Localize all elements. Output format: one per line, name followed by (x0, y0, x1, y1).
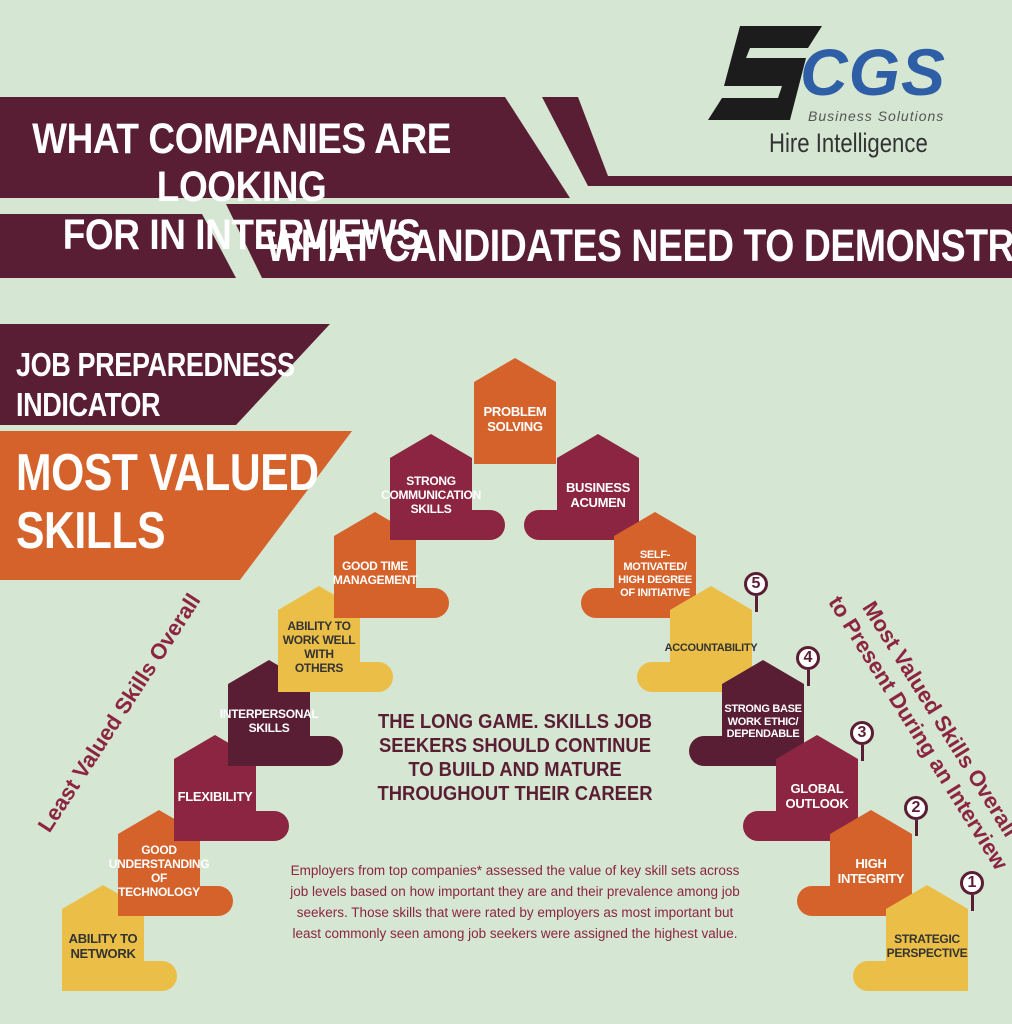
header-line-2: FOR IN INTERVIEWS (62, 211, 421, 259)
header-banner-bottom (226, 204, 1012, 278)
rank-badge: 2 (904, 796, 928, 820)
skill-label: SELF-MOTIVATED/ HIGH DEGREE OF INITIATIV… (618, 548, 692, 599)
logo-subtitle: Business Solutions (808, 108, 945, 124)
indicator-title: JOB PREPAREDNESS INDICATOR (16, 345, 295, 425)
skill-label: GOOD TIME MANAGEMENT (332, 559, 418, 587)
most-valued-line-1: MOST VALUED (16, 444, 319, 502)
description-paragraph: Employers from top companies* assessed t… (290, 863, 740, 941)
header-title: WHAT COMPANIES ARE LOOKING FOR IN INTERV… (18, 115, 465, 259)
skill-tile (557, 434, 639, 540)
skill-tile (474, 358, 556, 464)
skill-label: INTERPERSONAL SKILLS (219, 707, 319, 735)
skill-tiles (62, 358, 968, 991)
skill-label: ABILITY TO NETWORK (68, 931, 138, 961)
skill-label: FLEXIBILITY (177, 788, 253, 804)
rank-badge: 4 (796, 646, 820, 670)
rank-badge-stem (755, 596, 758, 612)
skill-label: ACCOUNTABILITY (664, 641, 758, 654)
indicator-banner (0, 324, 330, 425)
header-line-1: WHAT COMPANIES ARE LOOKING (32, 115, 452, 211)
skill-label: GLOBAL OUTLOOK (785, 781, 849, 811)
skill-label: HIGH INTEGRITY (837, 856, 905, 886)
most-valued-title: MOST VALUED SKILLS (16, 444, 319, 560)
header-banner-left (0, 214, 236, 278)
skill-tile (776, 735, 858, 841)
most-valued-banner (0, 431, 352, 580)
logo-text: CGS (800, 35, 947, 109)
skill-label: PROBLEM SOLVING (483, 404, 547, 434)
skill-tile (670, 586, 752, 692)
rank-badge: 1 (960, 871, 984, 895)
tagline: Hire Intelligence (769, 128, 928, 158)
rank-badge-stem (807, 670, 810, 686)
rank-badge: 3 (850, 721, 874, 745)
indicator-line-2: INDICATOR (16, 386, 161, 423)
skill-tile (390, 434, 472, 540)
skill-label: ABILITY TO WORK WELL WITH OTHERS (282, 619, 356, 675)
rank-badge: 5 (744, 572, 768, 596)
skill-label: BUSINESS ACUMEN (565, 480, 631, 510)
skill-label: GOOD UNDERSTANDING OF TECHNOLOGY (108, 843, 210, 899)
indicator-line-1: JOB PREPAREDNESS (16, 346, 295, 383)
logo-mark-icon (708, 26, 822, 120)
header-subtitle: WHAT CANDIDATES NEED TO DEMONSTRATE (266, 220, 1012, 271)
most-valued-line-2: SKILLS (16, 502, 166, 560)
rank-badge-stem (971, 895, 974, 911)
skill-label: STRATEGIC PERSPECTIVE (886, 932, 968, 960)
rank-badge-stem (861, 745, 864, 761)
skill-tile (614, 512, 696, 618)
skill-tile (722, 660, 804, 766)
header-banner-accent (542, 97, 1012, 186)
skill-tile (830, 810, 912, 916)
header-banner-top (0, 97, 570, 198)
rank-badge-stem (915, 820, 918, 836)
long-game-heading: THE LONG GAME. SKILLS JOB SEEKERS SHOULD… (377, 711, 653, 805)
skill-label: STRONG COMMUNICATION SKILLS (381, 474, 481, 516)
skill-label: STRONG BASE WORK ETHIC/ DEPENDABLE (724, 703, 802, 741)
skill-tile (886, 885, 968, 991)
